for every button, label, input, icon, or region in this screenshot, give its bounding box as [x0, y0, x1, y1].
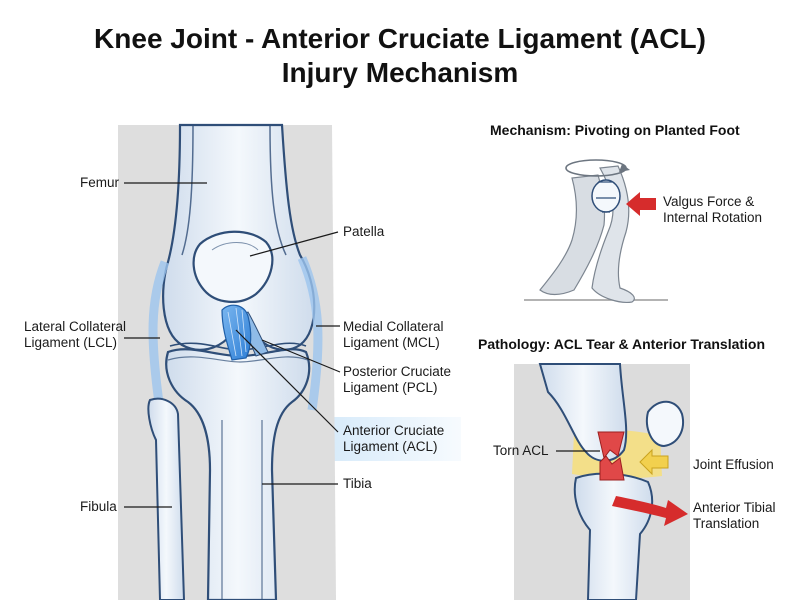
label-valgus-line-2: Internal Rotation — [663, 210, 763, 225]
label-pcl-line-1: Posterior Cruciate — [343, 364, 452, 379]
label-acl-line-2: Ligament (ACL) — [343, 439, 438, 454]
anterior-translation-arrow — [612, 496, 688, 526]
front-leg — [591, 165, 635, 303]
pcl-leader — [261, 339, 341, 373]
label-acl: Anterior Cruciate Ligament (ACL) — [343, 423, 444, 455]
label-pcl: Posterior Cruciate Ligament (PCL) — [343, 364, 451, 396]
label-lcl-line-2: Ligament (LCL) — [24, 335, 118, 350]
label-valgus-force: Valgus Force & Internal Rotation — [663, 194, 762, 226]
main-knee-illustration — [118, 123, 336, 600]
back-leg — [539, 174, 606, 296]
main-leader-lines — [124, 182, 341, 508]
label-anterior-translation: Anterior Tibial Translation — [693, 500, 776, 532]
femur-cortex-right — [269, 124, 287, 256]
label-torn-acl: Torn ACL — [493, 443, 549, 458]
label-mcl-line-1: Medial Collateral — [343, 319, 444, 334]
tibia-plateau-line — [167, 356, 309, 363]
label-translation-line-1: Anterior Tibial — [693, 500, 776, 515]
label-joint-effusion: Joint Effusion — [693, 457, 774, 472]
label-mcl: Medial Collateral Ligament (MCL) — [343, 319, 444, 351]
mechanism-inset — [524, 159, 668, 303]
label-valgus-line-1: Valgus Force & — [663, 194, 755, 209]
mechanism-knee-joint — [591, 179, 621, 213]
label-pcl-line-2: Ligament (PCL) — [343, 380, 438, 395]
pathology-inset — [514, 363, 690, 600]
acl-fibers — [227, 307, 247, 357]
acl-label-highlight — [333, 417, 461, 461]
label-mcl-line-2: Ligament (MCL) — [343, 335, 440, 350]
patella-leader — [249, 231, 339, 257]
acl-leader — [235, 329, 339, 433]
rotation-arrowhead — [619, 164, 630, 172]
valgus-force-arrow — [626, 192, 656, 216]
label-tibia: Tibia — [343, 476, 372, 491]
fibula-bone — [147, 397, 186, 600]
page-title-line-2: Injury Mechanism — [281, 57, 519, 88]
mechanism-knee-bones — [596, 181, 616, 213]
label-patella: Patella — [343, 224, 385, 239]
torn-acl-upper — [597, 431, 625, 460]
femur-cortex-left — [181, 124, 194, 256]
mcl-band — [297, 256, 323, 411]
label-lcl-line-1: Lateral Collateral — [24, 319, 127, 334]
label-translation-line-2: Translation — [693, 516, 760, 531]
lcl-band — [148, 260, 170, 411]
pathology-heading: Pathology: ACL Tear & Anterior Translati… — [478, 336, 766, 352]
torn-acl-lower — [599, 455, 625, 481]
label-lcl: Lateral Collateral Ligament (LCL) — [24, 319, 126, 351]
effusion-arrow — [639, 448, 669, 476]
label-fibula: Fibula — [80, 499, 117, 514]
page-title: Knee Joint - Anterior Cruciate Ligament … — [94, 23, 706, 54]
patella-inner — [211, 242, 259, 251]
pathology-patella — [646, 400, 684, 448]
label-femur: Femur — [80, 175, 120, 190]
label-acl-line-1: Anterior Cruciate — [343, 423, 445, 438]
mechanism-heading: Mechanism: Pivoting on Planted Foot — [490, 122, 740, 138]
